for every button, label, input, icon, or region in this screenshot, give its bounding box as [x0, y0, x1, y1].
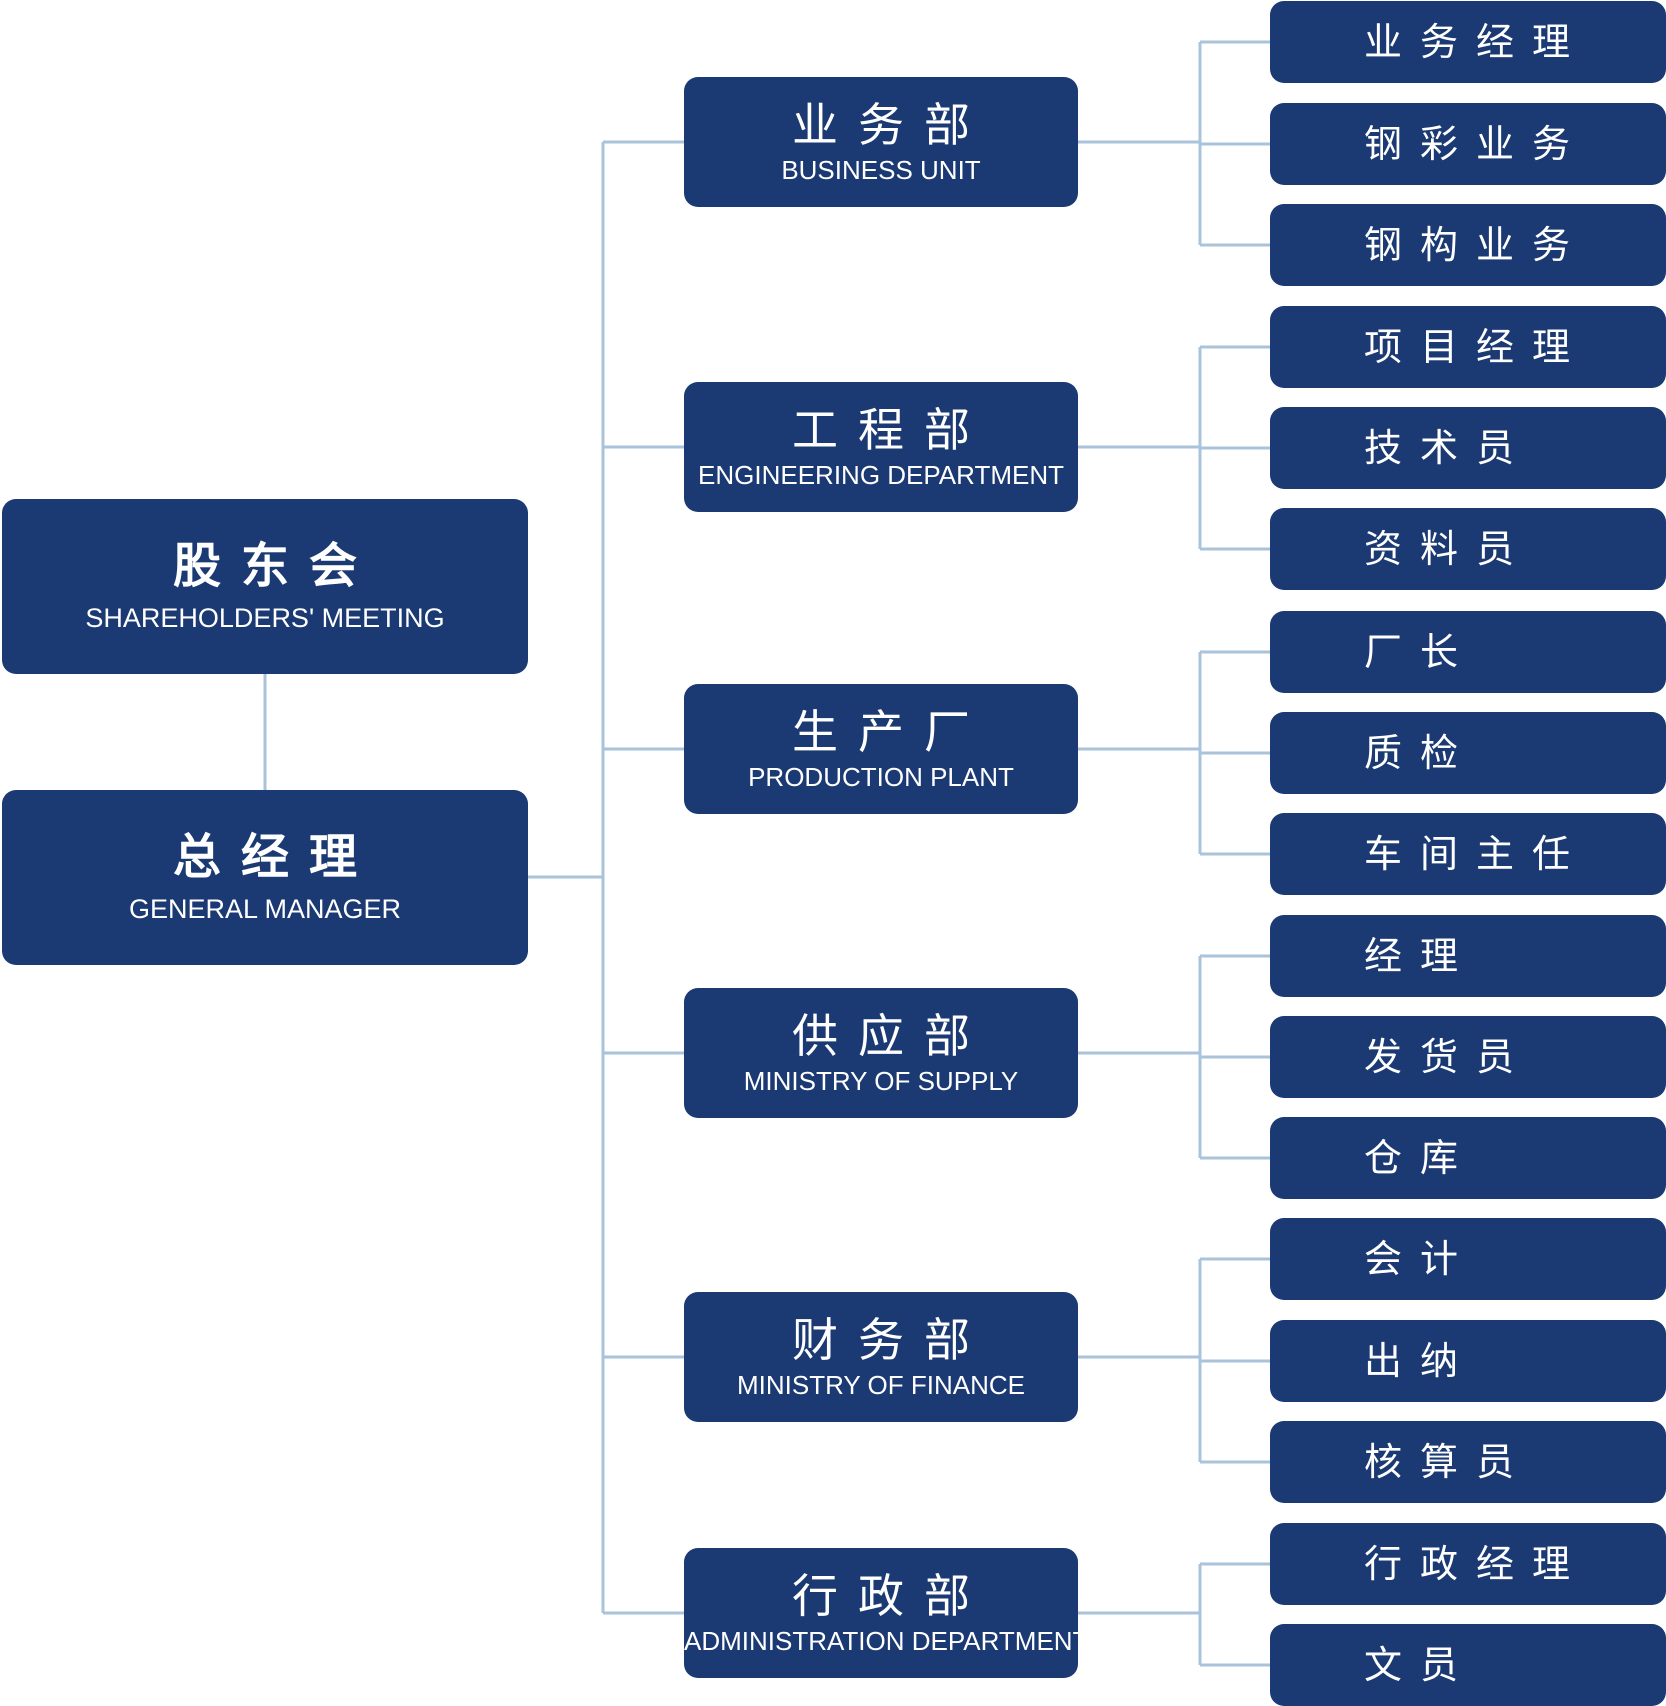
role-box: 核算员	[1270, 1421, 1666, 1503]
role-title: 技术员	[1364, 426, 1533, 470]
shareholders-meeting-title-en: SHAREHOLDERS' MEETING	[85, 603, 445, 633]
department-title-en: MINISTRY OF SUPPLY	[743, 1066, 1019, 1096]
department-title-en: BUSINESS UNIT	[781, 155, 981, 185]
role-box: 项目经理	[1270, 306, 1666, 388]
department-title-cn: 业务部	[792, 98, 990, 152]
role-box: 经理	[1270, 915, 1666, 997]
role-box: 质检	[1270, 712, 1666, 794]
role-box: 技术员	[1270, 407, 1666, 489]
department-title-cn: 供应部	[792, 1009, 990, 1063]
department-title-en: PRODUCTION PLANT	[748, 762, 1014, 792]
department-title-en: ADMINISTRATION DEPARTMENT	[684, 1626, 1089, 1656]
role-title: 经理	[1364, 934, 1477, 978]
department-title-cn: 工程部	[792, 403, 990, 457]
role-title: 发货员	[1364, 1035, 1533, 1079]
department-title-en: MINISTRY OF FINANCE	[737, 1370, 1025, 1400]
role-box: 行政经理	[1270, 1523, 1666, 1605]
role-box: 会计	[1270, 1218, 1666, 1300]
role-title: 质检	[1364, 731, 1477, 775]
role-title: 出纳	[1364, 1339, 1477, 1383]
role-title: 项目经理	[1364, 325, 1589, 369]
general-manager-title-cn: 总经理	[172, 829, 377, 885]
role-box: 钢构业务	[1270, 204, 1666, 286]
role-box: 资料员	[1270, 508, 1666, 590]
shareholders-meeting-box: 股东会 SHAREHOLDERS' MEETING	[2, 499, 528, 674]
general-manager-title-en: GENERAL MANAGER	[128, 894, 402, 924]
role-title: 厂长	[1364, 630, 1477, 674]
role-title: 文员	[1364, 1643, 1477, 1687]
shareholders-meeting-title-cn: 股东会	[172, 538, 377, 594]
department-title-cn: 生产厂	[792, 705, 990, 759]
role-title: 钢构业务	[1364, 223, 1589, 267]
role-box: 业务经理	[1270, 1, 1666, 83]
role-box: 发货员	[1270, 1016, 1666, 1098]
role-title: 行政经理	[1364, 1542, 1589, 1586]
role-title: 仓库	[1364, 1136, 1477, 1180]
role-title: 核算员	[1364, 1440, 1533, 1484]
role-title: 钢彩业务	[1364, 122, 1589, 166]
role-title: 业务经理	[1364, 20, 1589, 64]
role-box: 出纳	[1270, 1320, 1666, 1402]
department-title-en: ENGINEERING DEPARTMENT	[698, 460, 1064, 490]
role-box: 车间主任	[1270, 813, 1666, 895]
role-box: 厂长	[1270, 611, 1666, 693]
department-title-cn: 行政部	[792, 1569, 990, 1623]
role-box: 钢彩业务	[1270, 103, 1666, 185]
role-title: 资料员	[1364, 527, 1533, 571]
department-title-cn: 财务部	[792, 1313, 990, 1367]
role-title: 车间主任	[1364, 832, 1589, 876]
role-box: 仓库	[1270, 1117, 1666, 1199]
role-box: 文员	[1270, 1624, 1666, 1706]
role-title: 会计	[1364, 1237, 1477, 1281]
general-manager-box: 总经理 GENERAL MANAGER	[2, 790, 528, 965]
